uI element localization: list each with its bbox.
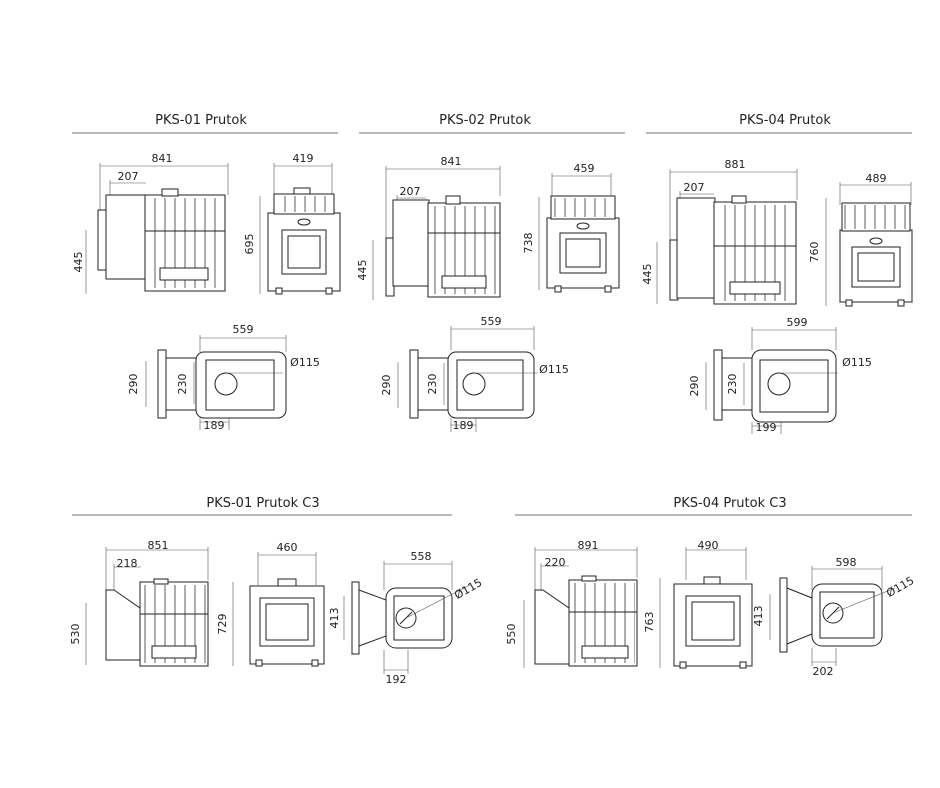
dim-top-depth: 559: [481, 315, 502, 328]
dim-front-height: 729: [216, 614, 229, 635]
dim-top-inner: 230: [176, 374, 189, 395]
dim-front-width: 490: [698, 539, 719, 552]
dim-front-height: 695: [243, 234, 256, 255]
dim-top-diameter: Ø115: [452, 576, 484, 602]
dim-top-offset: 199: [756, 421, 777, 434]
model-pks01-c3: PKS-01 Prutok C3 851 218 530 460 729: [69, 496, 484, 686]
dim-top-height: 290: [688, 376, 701, 397]
top-view: 559 290 230 Ø115 189: [380, 315, 569, 432]
model-pks04: PKS-04 Prutok 881 207 445 489: [641, 113, 913, 434]
front-view: 460 729: [216, 541, 325, 667]
dim-top-height: 290: [127, 374, 140, 395]
dim-top-offset: 189: [204, 419, 225, 432]
dim-front-width: 459: [574, 162, 595, 175]
dim-side-front: 207: [684, 181, 705, 194]
side-view: 841 207 445: [356, 155, 501, 300]
front-view: 490 763: [643, 539, 753, 669]
top-view: 598 413 Ø115 202: [752, 556, 916, 678]
side-view: 891 220 550: [505, 539, 638, 668]
dim-side-front: 218: [117, 557, 138, 570]
front-view: 419 695: [243, 152, 341, 295]
top-view: 559 290 230 Ø115 189: [127, 323, 320, 432]
dim-side-height: 530: [69, 624, 82, 645]
dim-side-front: 207: [400, 185, 421, 198]
model-title: PKS-01 Prutok: [155, 113, 247, 128]
dim-side-height: 445: [641, 264, 654, 285]
dim-top-depth: 558: [411, 550, 432, 563]
dim-top-depth: 599: [787, 316, 808, 329]
model-title: PKS-04 Prutok: [739, 113, 831, 128]
dim-top-offset: 189: [453, 419, 474, 432]
front-view: 489 760: [808, 172, 913, 307]
model-pks02: PKS-02 Prutok 841 207 445 459: [356, 113, 625, 432]
dim-side-width: 841: [152, 152, 173, 165]
side-view: 841 207 445: [72, 152, 229, 294]
dim-top-height: 413: [752, 606, 765, 627]
dim-front-width: 489: [866, 172, 887, 185]
dim-top-depth: 559: [233, 323, 254, 336]
dim-front-height: 763: [643, 612, 656, 633]
dim-top-height: 290: [380, 375, 393, 396]
dim-top-inner: 230: [426, 374, 439, 395]
dim-side-width: 891: [578, 539, 599, 552]
model-pks01: PKS-01 Prutok 841 207 445 419: [72, 113, 341, 432]
dim-top-offset: 202: [813, 665, 834, 678]
dim-side-height: 445: [356, 260, 369, 281]
side-view: 851 218 530: [69, 539, 209, 667]
dim-side-height: 445: [72, 252, 85, 273]
model-title: PKS-04 Prutok C3: [673, 496, 786, 511]
dim-top-diameter: Ø115: [539, 363, 569, 376]
side-view: 881 207 445: [641, 158, 798, 305]
dim-front-width: 460: [277, 541, 298, 554]
dim-top-offset: 192: [386, 673, 407, 686]
dim-side-width: 851: [148, 539, 169, 552]
model-pks04-c3: PKS-04 Prutok C3 891 220 550 490 763: [505, 496, 916, 678]
dim-front-height: 738: [522, 233, 535, 254]
dim-side-front: 220: [545, 556, 566, 569]
dim-top-diameter: Ø115: [842, 356, 872, 369]
top-view: 558 413 Ø115 192: [328, 550, 484, 686]
dim-front-height: 760: [808, 242, 821, 263]
dim-top-inner: 230: [726, 374, 739, 395]
dim-top-diameter: Ø115: [884, 574, 916, 600]
dim-side-height: 550: [505, 624, 518, 645]
model-title: PKS-02 Prutok: [439, 113, 531, 128]
dim-front-width: 419: [293, 152, 314, 165]
model-title: PKS-01 Prutok C3: [206, 496, 319, 511]
top-view: 599 290 230 Ø115 199: [688, 316, 872, 434]
dim-side-width: 881: [725, 158, 746, 171]
dim-top-height: 413: [328, 608, 341, 629]
front-view: 459 738: [522, 162, 620, 293]
dim-top-diameter: Ø115: [290, 356, 320, 369]
dim-side-front: 207: [118, 170, 139, 183]
dim-top-depth: 598: [836, 556, 857, 569]
dim-side-width: 841: [441, 155, 462, 168]
